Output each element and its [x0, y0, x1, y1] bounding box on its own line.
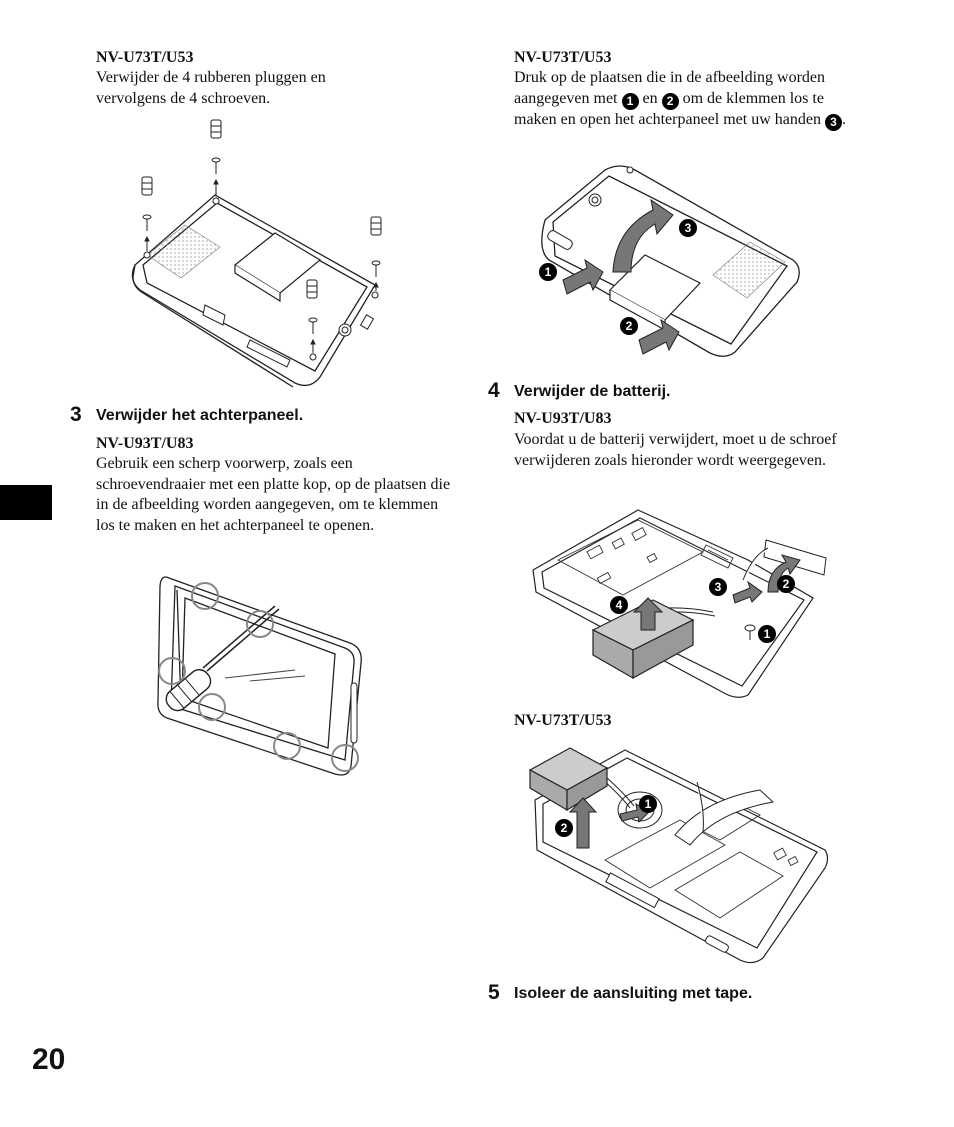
instruction-text-part: om de klemmen los te maken en open het a… — [514, 89, 824, 128]
flex-ribbon — [674, 781, 775, 846]
step-number-3: 3 — [70, 403, 82, 426]
callout-number: 1 — [764, 627, 771, 641]
callout-number: 3 — [715, 580, 722, 594]
device-interior-2 — [534, 749, 829, 964]
bottom-slots — [605, 872, 729, 953]
step-number-4: 4 — [488, 379, 500, 402]
arrow-icon — [632, 554, 801, 631]
instruction-text-screw: Voordat u de batterij verwijdert, moet u… — [514, 431, 837, 469]
battery-pack — [591, 599, 695, 680]
figure-battery-u73: 1 2 — [528, 747, 829, 964]
side-slots — [202, 304, 375, 368]
instruction-text-part: Druk op de plaatsen die in de afbeelding… — [514, 69, 826, 107]
arrow-icon — [562, 198, 680, 355]
instruction-text-back-panel: Gebruik een scherp voorwerp, zoals een s… — [96, 455, 451, 534]
speaker-grille — [146, 224, 221, 279]
rubber-plug-icon — [141, 119, 382, 299]
device-back-shell-2 — [541, 165, 800, 357]
connector-bracket — [742, 539, 827, 581]
page-number: 20 — [32, 1043, 66, 1076]
callout-badge — [539, 219, 697, 335]
screwdriver-icon — [165, 605, 280, 712]
instruction-text-part: . — [841, 110, 846, 128]
model-label-u73: NV-U73T/U53 — [96, 49, 194, 66]
callout-number: 4 — [616, 598, 623, 612]
screen-glare — [224, 669, 306, 682]
callout-badge: 3 — [824, 113, 842, 131]
callout-badge: 2 — [661, 92, 679, 110]
model-label-u93-right: NV-U93T/U83 — [514, 410, 612, 427]
step-title-4: Verwijder de batterij. — [514, 383, 671, 400]
step-title-5: Isoleer de aansluiting met tape. — [514, 985, 753, 1002]
lifted-panel — [609, 254, 701, 332]
side-button — [350, 682, 358, 744]
screw-holes — [143, 197, 379, 361]
callout-badge — [610, 575, 795, 643]
side-details — [547, 166, 634, 250]
instruction-text-part: en — [642, 89, 658, 107]
callout-number: 2 — [561, 821, 568, 835]
speaker-grille-2 — [712, 241, 786, 299]
section-side-tab — [0, 485, 52, 520]
screw-icon — [744, 624, 756, 640]
figure-battery-u93: 1 2 3 4 — [532, 509, 827, 698]
callout-number: 2 — [783, 577, 790, 591]
callout-number: 1 — [645, 797, 652, 811]
device-back-shell — [131, 194, 376, 388]
screw-icon — [142, 157, 381, 353]
device-interior — [532, 509, 814, 698]
callout-number: 1 — [545, 265, 552, 279]
instruction-text-press-clips: Druk op de plaatsen die in de afbeelding… — [514, 68, 854, 131]
model-label-u73-battery: NV-U73T/U53 — [514, 712, 612, 729]
callout-badge — [555, 795, 657, 837]
figure-open-back-panel: 1 2 3 — [539, 165, 800, 357]
instruction-text-plugs: Verwijder de 4 rubberen pluggen en vervo… — [96, 69, 326, 107]
model-label-u73-right: NV-U73T/U53 — [514, 49, 612, 66]
step-title-3: Verwijder het achterpaneel. — [96, 407, 304, 424]
step-number-5: 5 — [488, 981, 500, 1004]
clip-location-circle — [158, 582, 359, 772]
callout-number: 2 — [626, 319, 633, 333]
callout-badge: 1 — [621, 92, 639, 110]
figure-screwdriver — [157, 576, 362, 776]
circuit-board — [557, 519, 734, 596]
figure-plugs-screws — [131, 119, 382, 388]
model-label-u93: NV-U93T/U83 — [96, 435, 194, 452]
battery-pack — [528, 747, 609, 812]
center-panel — [233, 232, 322, 303]
callout-number: 3 — [685, 221, 692, 235]
